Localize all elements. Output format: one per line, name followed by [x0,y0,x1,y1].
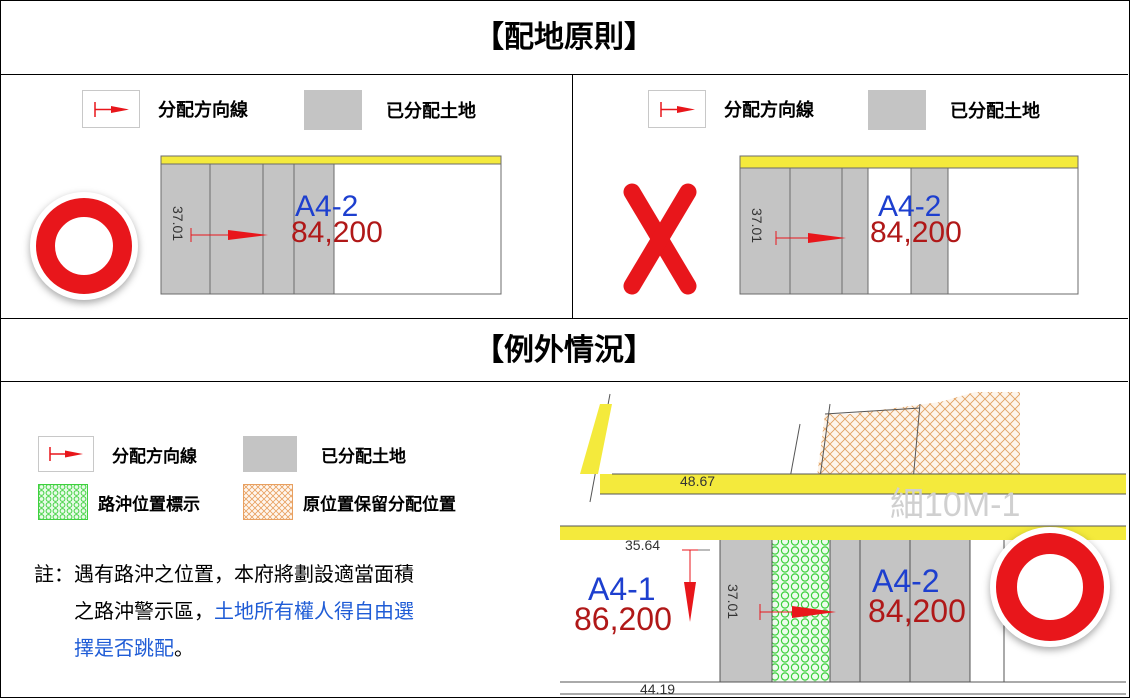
reserved-swatch [243,484,293,520]
legend-allocated-land: 已分配土地 [243,436,406,472]
legend-road-clash: 路沖位置標示 [38,484,200,520]
legend-allocated-land: 已分配土地 [304,90,476,130]
allocated-area [911,168,948,294]
exception-title: 【例外情況】 [474,333,654,368]
unallocated-area [334,164,501,294]
legend-direction-line: 分配方向線 [648,90,814,128]
allocated-swatch [304,90,362,130]
legend-allocated-land: 已分配土地 [868,90,1040,130]
divider [572,74,573,318]
divider [0,74,1128,75]
dimension-label: 48.67 [680,473,715,489]
road-label: 細10M-1 [890,486,1020,524]
note-text: 註：遇有路沖之位置，本府將劃設適當面積 之路沖警示區，土地所有權人得自由選 擇是… [34,562,414,660]
legend: 分配方向線 已分配土地 [648,90,1118,130]
road-strip [161,156,501,164]
lot-id: A4-2 [295,190,358,223]
legend-direction-line: 分配方向線 [38,436,197,472]
plot-diagram-correct: 37.01 A4-2 84,200 [160,155,502,295]
allocated-area [161,164,334,294]
allocated-area [740,168,868,294]
divider [0,381,1128,382]
lot-area: 84,200 [868,593,966,629]
allocated-swatch [868,90,926,130]
allocated-area [830,540,910,682]
legend: 分配方向線 已分配土地 [38,436,518,476]
direction-arrow [684,582,696,622]
road-strip [740,156,1078,168]
direction-line-icon [82,90,140,128]
road-clash-swatch [38,484,88,520]
lot-id: A4-2 [872,563,940,599]
principle-title: 【配地原則】 [474,20,654,55]
correct-mark-icon [30,192,138,300]
direction-line-icon [648,90,706,128]
lot-id: A4-2 [878,190,941,223]
legend-direction-line: 分配方向線 [82,90,248,128]
direction-line-icon [38,436,94,472]
allocated-area [910,540,970,682]
legend-reserved-position: 原位置保留分配位置 [243,484,456,520]
direction-arrow [228,230,268,240]
unallocated-area [948,168,1078,294]
dimension-label: 35.64 [625,537,660,553]
wrong-mark-icon [619,179,701,299]
lot-area: 86,200 [574,601,672,637]
lot-area: 84,200 [870,216,962,249]
legend: 路沖位置標示 原位置保留分配位置 [38,484,538,524]
unallocated-area [868,168,911,294]
allocated-swatch [243,436,297,472]
direction-arrow [792,606,836,618]
correct-mark-icon [990,527,1110,647]
direction-arrow [808,233,846,243]
dimension-label: 44.19 [640,681,675,696]
frontage-label: 37.01 [170,206,186,241]
exception-map: 48.67 細10M-1 35.64 44.19 A4-1 86,200 37.… [560,392,1126,696]
lot-id: A4-1 [588,571,656,607]
lot-area: 84,200 [291,216,383,249]
reserved-area [815,392,1020,492]
divider [0,318,1128,319]
legend: 分配方向線 已分配土地 [82,90,562,130]
allocated-area [720,540,772,682]
frontage-label: 37.01 [749,208,765,243]
frontage-label: 37.01 [725,584,741,619]
plot-diagram-incorrect: 37.01 A4-2 84,200 [739,155,1079,295]
